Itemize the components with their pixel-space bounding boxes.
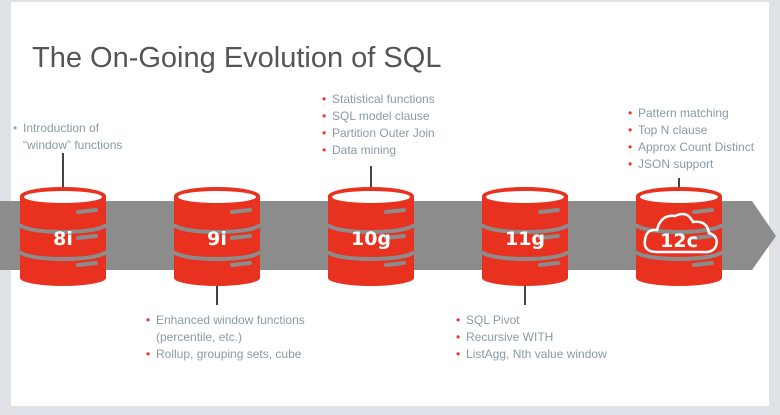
note-item: Statistical functions <box>322 91 435 108</box>
release-10g: 10g <box>326 166 416 286</box>
notes-11g: SQL Pivot Recursive WITH ListAgg, Nth va… <box>456 312 607 363</box>
note-item: Recursive WITH <box>456 329 607 346</box>
database-icon <box>480 187 570 286</box>
note-item: Enhanced window functions(percentile, et… <box>146 312 305 346</box>
cloud-icon <box>643 212 718 254</box>
release-12c: 12c <box>634 178 724 286</box>
version-label: 9i <box>207 228 227 250</box>
slide-title: The On-Going Evolution of SQL <box>32 42 442 74</box>
release-8i: 8i <box>18 153 108 286</box>
notes-9i: Enhanced window functions(percentile, et… <box>146 312 305 363</box>
database-icon <box>18 187 108 286</box>
database-icon <box>326 187 416 286</box>
note-item: Top N clause <box>628 122 754 139</box>
note-item: Data mining <box>322 142 435 159</box>
version-label: 8i <box>53 228 73 250</box>
notes-10g: Statistical functions SQL model clause P… <box>322 91 435 159</box>
note-item: JSON support <box>628 156 754 173</box>
release-9i: 9i <box>172 187 262 305</box>
note-item: ListAgg, Nth value window <box>456 346 607 363</box>
note-item: Approx Count Distinct <box>628 139 754 156</box>
note-item: SQL model clause <box>322 108 435 125</box>
version-label: 11g <box>505 228 545 250</box>
version-label: 10g <box>351 228 391 250</box>
note-item: Introduction of“window” functions <box>13 120 122 154</box>
cloud-database-icon <box>634 187 724 286</box>
note-item: Pattern matching <box>628 105 754 122</box>
notes-8i: Introduction of“window” functions <box>13 120 122 154</box>
version-label: 12c <box>660 230 698 252</box>
note-item: Rollup, grouping sets, cube <box>146 346 305 363</box>
note-item: Partition Outer Join <box>322 125 435 142</box>
note-item: SQL Pivot <box>456 312 607 329</box>
release-11g: 11g <box>480 187 570 305</box>
notes-12c: Pattern matching Top N clause Approx Cou… <box>628 105 754 173</box>
database-icon <box>172 187 262 286</box>
